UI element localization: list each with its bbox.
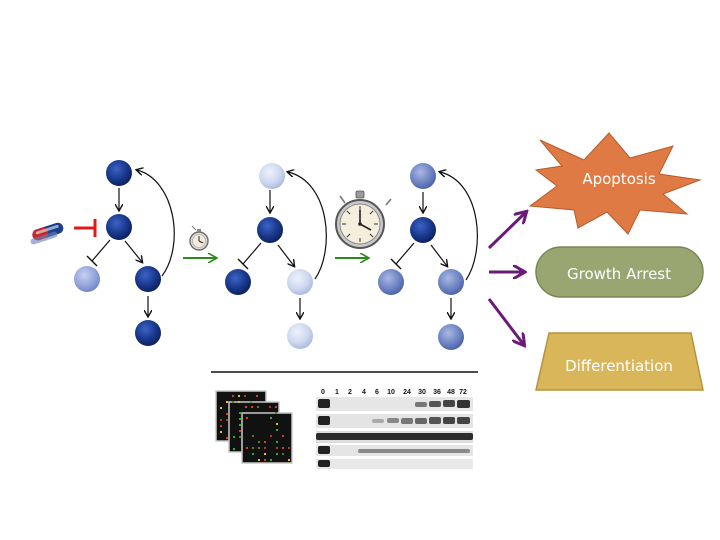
microarray-spot (233, 436, 235, 438)
microarray-spot (226, 413, 228, 415)
node-left (378, 269, 404, 295)
microarray-spot (258, 459, 260, 461)
microarray-spot (252, 453, 254, 455)
stopwatch-icon (189, 225, 209, 251)
node-center (106, 214, 132, 240)
microarray-spot (238, 395, 240, 397)
timepoint-label: 4 (362, 389, 366, 396)
microarray-spot (270, 417, 272, 419)
microarray-spot (245, 406, 247, 408)
node-bottom (287, 323, 313, 349)
timepoint-label: 10 (387, 389, 395, 396)
microarray-spot (288, 447, 290, 449)
microarray-spot (246, 417, 248, 419)
timepoint-label: 72 (459, 389, 467, 396)
network-untreated (74, 160, 175, 346)
microarray-spot (220, 407, 222, 409)
arrow-to-differentiation (487, 298, 524, 345)
timepoint-label: 6 (375, 389, 379, 396)
microarray-spot (238, 401, 240, 403)
microarray-spot (239, 436, 241, 438)
microarray-spot (258, 441, 260, 443)
microarray-spot (239, 424, 241, 426)
timepoint-label: 24 (403, 389, 411, 396)
microarray-spot (276, 423, 278, 425)
microarray-spot (233, 448, 235, 450)
microarray-spot (282, 435, 284, 437)
node-bottom (438, 324, 464, 350)
microarray-icon (215, 390, 293, 464)
timepoint-label: 30 (418, 389, 426, 396)
microarray-spot (239, 430, 241, 432)
stopwatch-large-icon (335, 190, 392, 249)
microarray-spot (226, 437, 228, 439)
microarray-spot (252, 435, 254, 437)
differentiation-label: Differentiation (565, 357, 673, 375)
drug-capsule-icon (30, 222, 64, 245)
arrow-to-apoptosis (487, 212, 526, 250)
microarray-spot (220, 425, 222, 427)
microarray-spot (244, 395, 246, 397)
timepoint-label: 36 (433, 389, 441, 396)
microarray-spot (264, 441, 266, 443)
microarray-spot (282, 447, 284, 449)
microarray-spot (275, 412, 277, 414)
timepoint-label: 1 (335, 389, 339, 396)
microarray-spot (258, 447, 260, 449)
microarray-spot (232, 401, 234, 403)
microarray-spot (226, 401, 228, 403)
microarray-spot (282, 453, 284, 455)
outcome-apoptosis: Apoptosis (528, 132, 702, 235)
timepoint-label: 0 (321, 389, 325, 396)
growth-arrest-label: Growth Arrest (567, 265, 671, 283)
network-early (225, 163, 327, 349)
timepoint-label: 2 (348, 389, 352, 396)
microarray-spot (252, 447, 254, 449)
timepoint-label: 48 (447, 389, 455, 396)
outcome-growth-arrest: Growth Arrest (535, 246, 704, 298)
node-right (287, 269, 313, 295)
microarray-spot (232, 395, 234, 397)
microarray-spot (276, 453, 278, 455)
microarray-spot (275, 406, 277, 408)
inhibition-symbol (74, 219, 97, 237)
microarray-spot (270, 459, 272, 461)
node-center (257, 217, 283, 243)
outcome-differentiation: Differentiation (535, 332, 704, 391)
microarray-spot (264, 453, 266, 455)
network-late (378, 163, 478, 350)
microarray-spot (276, 429, 278, 431)
node-bottom (135, 320, 161, 346)
microarray-spot (220, 419, 222, 421)
node-center (410, 217, 436, 243)
microarray-spot (250, 401, 252, 403)
node-left (225, 269, 251, 295)
microarray-spot (264, 447, 266, 449)
microarray-spot (288, 459, 290, 461)
node-right (438, 269, 464, 295)
microarray-spot (257, 406, 259, 408)
microarray-spot (220, 431, 222, 433)
microarray-spot (276, 441, 278, 443)
microarray-spot (246, 447, 248, 449)
microarray-spot (276, 447, 278, 449)
node-top (106, 160, 132, 186)
microarray-spot (239, 418, 241, 420)
node-right (135, 266, 161, 292)
microarray-spot (270, 435, 272, 437)
microarray-spot (269, 406, 271, 408)
microarray-spot (251, 406, 253, 408)
node-top (410, 163, 436, 189)
microarray-spot (264, 459, 266, 461)
apoptosis-label: Apoptosis (582, 170, 656, 188)
node-left (74, 266, 100, 292)
node-top (259, 163, 285, 189)
microarray-spot (226, 419, 228, 421)
microarray-spot (256, 395, 258, 397)
microarray-spot (239, 412, 241, 414)
